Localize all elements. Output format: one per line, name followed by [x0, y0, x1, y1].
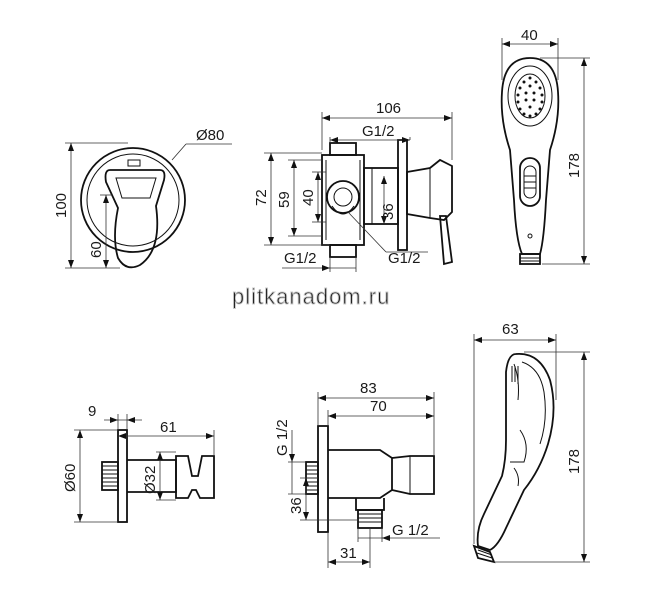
holder-side-view: 9 61 Ø60 Ø32 — [62, 403, 215, 523]
dim-plate-diameter: Ø80 — [196, 127, 224, 144]
thread-left: G 1/2 — [274, 419, 291, 456]
dim-handle-height: 60 — [88, 241, 105, 258]
dim-holder-depth: 61 — [160, 419, 177, 436]
thread-bottom-left: G1/2 — [284, 250, 317, 267]
thread-bottom-right: G1/2 — [388, 250, 421, 267]
dim-cartridge-height: 36 — [380, 203, 397, 220]
dim-inner-height: 59 — [276, 191, 293, 208]
thread-bottom: G 1/2 — [392, 522, 429, 539]
dim-mixer-depth: 106 — [376, 100, 401, 117]
hand-shower-side-view: 63 178 — [472, 321, 590, 564]
mixer-side-view: 106 G1/2 72 59 40 36 — [253, 100, 453, 272]
dim-side-width: 63 — [502, 321, 519, 338]
dim-holder-cup: Ø32 — [142, 466, 159, 494]
dim-shower-width: 40 — [521, 27, 538, 44]
dim-body-height: 72 — [253, 189, 270, 206]
dim-holder-diameter: Ø60 — [62, 464, 79, 492]
holder-top-view: 83 70 G 1/2 36 G 1/2 31 — [274, 380, 440, 568]
spray-nozzles — [516, 76, 544, 118]
dim-holder-plate: 9 — [88, 403, 96, 420]
mixer-front-view: 100 60 Ø80 — [53, 127, 232, 269]
dim-side-length: 178 — [566, 449, 583, 474]
watermark: plitkanadom.ru — [232, 284, 390, 309]
dim-center-height: 40 — [300, 189, 317, 206]
hand-shower-front-view: 40 178 — [500, 27, 590, 265]
dim-mixer-height: 100 — [53, 193, 70, 218]
dim-outlet-offset: 36 — [288, 497, 305, 514]
thread-top: G1/2 — [362, 123, 395, 140]
dim-holder-body: 70 — [370, 398, 387, 415]
dim-holder-length: 83 — [360, 380, 377, 397]
dim-outlet-position: 31 — [340, 545, 357, 562]
dim-shower-length: 178 — [566, 153, 583, 178]
